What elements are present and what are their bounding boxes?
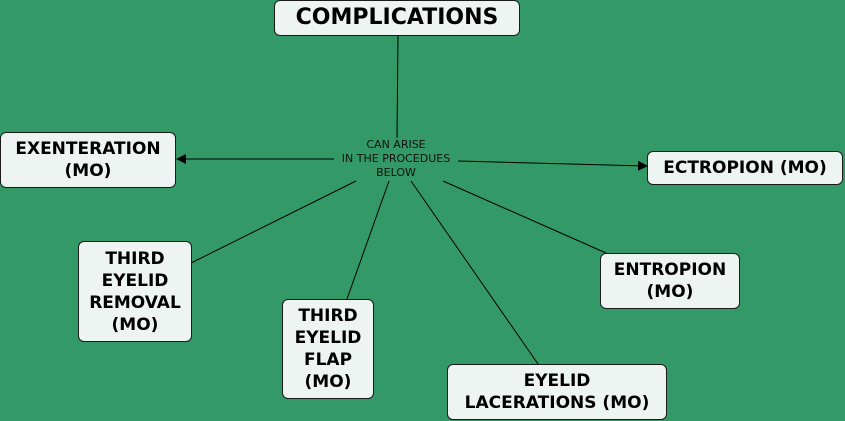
exenteration-node[interactable]: EXENTERATION (MO) [0,132,176,188]
link-to-third-eyelid-removal [190,180,357,264]
link-to-third-eyelid-flap [346,180,390,300]
entropion-node[interactable]: ENTROPION (MO) [600,253,740,309]
link-title-to-label [396,35,399,139]
eyelid-lacerations-node[interactable]: EYELID LACERATIONS (MO) [447,364,667,420]
ectropion-node[interactable]: ECTROPION (MO) [647,151,843,185]
can-arise-label: CAN ARISE IN THE PROCEDUES BELOW [341,138,451,179]
complications-node[interactable]: COMPLICATIONS [274,0,520,36]
third-eyelid-removal-node[interactable]: THIRD EYELID REMOVAL (MO) [78,241,192,342]
arrow-to-ectropion [457,160,648,171]
third-eyelid-flap-node[interactable]: THIRD EYELID FLAP (MO) [282,299,374,399]
link-to-entropion [442,180,607,254]
link-to-eyelid-lacerations [410,180,539,365]
